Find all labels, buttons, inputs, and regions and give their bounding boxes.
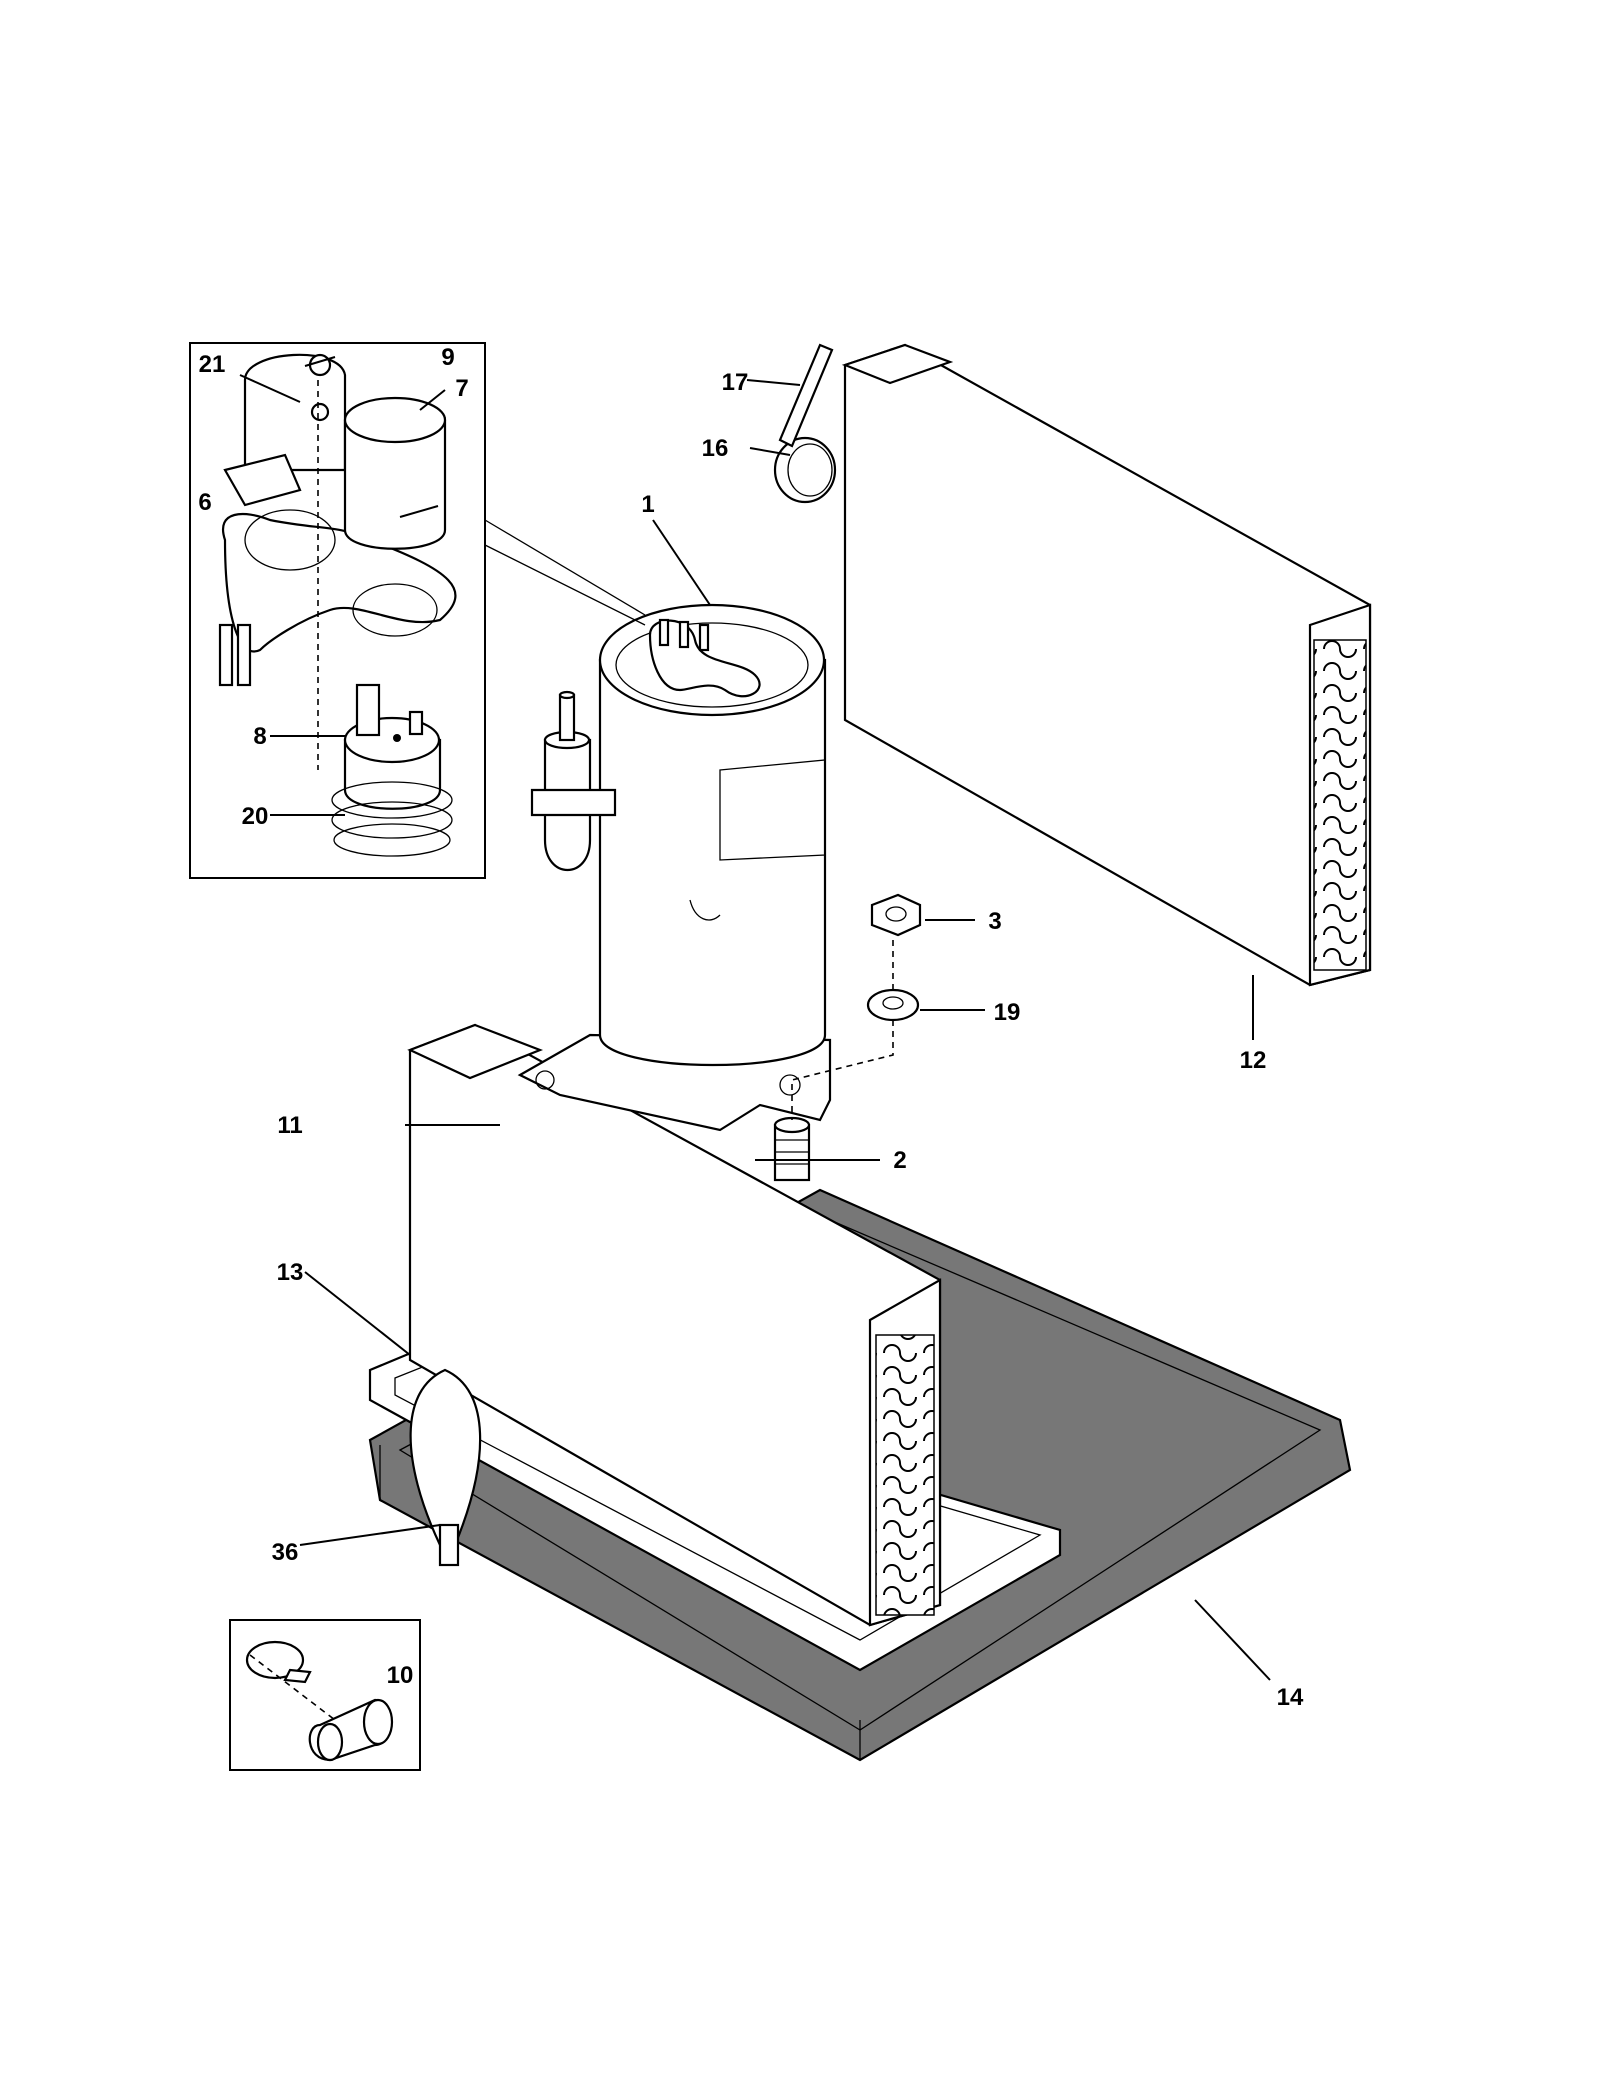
leader-lines [239, 356, 1271, 1681]
capillary-tube [773, 436, 837, 504]
hex-nut [870, 893, 922, 937]
callout-1: 1 [641, 491, 654, 518]
callout-16: 16 [702, 435, 729, 462]
callout-7: 7 [455, 375, 468, 402]
callout-13: 13 [277, 1259, 304, 1286]
washer [866, 988, 920, 1022]
callout-3: 3 [988, 908, 1001, 935]
inset-frame-10 [229, 1619, 421, 1771]
callout-20: 20 [242, 803, 269, 830]
callout-10: 10 [387, 1662, 414, 1689]
callout-11: 11 [277, 1112, 302, 1139]
callout-21: 21 [199, 351, 226, 378]
strap [409, 1368, 482, 1567]
callout-17: 17 [722, 369, 749, 396]
callout-8: 8 [253, 723, 266, 750]
terminal-bracket [218, 353, 457, 687]
callout-2: 2 [893, 1147, 906, 1174]
strainer [778, 343, 834, 448]
callout-9: 9 [441, 344, 454, 371]
condenser-coil [841, 343, 1372, 987]
callout-19: 19 [994, 999, 1021, 1026]
grommet [773, 1116, 811, 1182]
callout-14: 14 [1277, 1684, 1304, 1711]
overload-protector [343, 683, 442, 810]
callout-6: 6 [198, 489, 211, 516]
inset-frame [189, 342, 646, 879]
evaporator-coil [407, 1023, 942, 1627]
clip-and-cap [245, 1640, 394, 1762]
spring-clip [331, 781, 453, 857]
callout-36: 36 [272, 1539, 299, 1566]
compressor [517, 603, 832, 1132]
terminal-cover [343, 396, 447, 550]
callout-12: 12 [1240, 1047, 1267, 1074]
